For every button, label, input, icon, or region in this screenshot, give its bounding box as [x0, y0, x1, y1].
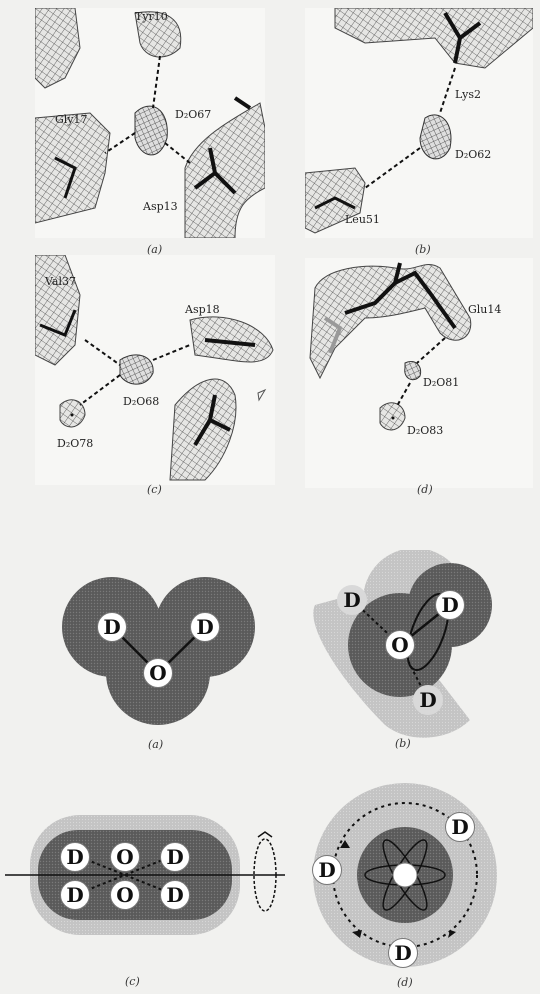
- water-model-a-shapes: [60, 575, 260, 735]
- deuterium-atom: D: [160, 880, 190, 910]
- residue-label-gly17: Gly17: [55, 113, 88, 126]
- panel-caption: (b): [415, 243, 431, 256]
- panel-caption: (d): [417, 483, 433, 496]
- water-model-a: D D O (a): [60, 575, 260, 755]
- water-label-d2o83: D₂O83: [407, 424, 443, 437]
- residue-label-leu51: Leu51: [345, 213, 380, 226]
- deuterium-atom: D: [60, 842, 90, 872]
- water-model-c: D O D D O D (c): [0, 815, 290, 990]
- water-label-d2o78: D₂O78: [57, 437, 93, 450]
- density-panel-d: Glu14 D₂O81 D₂O83 (d): [305, 258, 533, 488]
- electron-density-map-b: [305, 8, 533, 238]
- residue-label-asp18: Asp18: [185, 303, 220, 316]
- panel-caption: (b): [395, 737, 411, 750]
- deuterium-atom: D: [160, 842, 190, 872]
- deuterium-atom: D: [445, 812, 475, 842]
- panel-caption: (a): [148, 738, 163, 751]
- water-label-d2o81: D₂O81: [423, 376, 459, 389]
- residue-label-glu14: Glu14: [468, 303, 501, 316]
- oxygen-atom: O: [110, 842, 140, 872]
- oxygen-atom: O: [143, 658, 173, 688]
- density-panel-c: Val37 Asp18 D₂O68 D₂O78 (c): [35, 255, 275, 485]
- deuterium-atom: D: [435, 590, 465, 620]
- panel-caption: (d): [397, 976, 413, 989]
- deuterium-atom: D: [312, 855, 342, 885]
- water-model-b: D D O D (b): [300, 550, 530, 755]
- water-label-d2o67: D₂O67: [175, 108, 211, 121]
- oxygen-atom: O: [385, 630, 415, 660]
- residue-label-lys2: Lys2: [455, 88, 481, 101]
- water-model-c-shapes: [0, 815, 290, 965]
- deuterium-atom: D: [97, 612, 127, 642]
- deuterium-atom: D: [190, 612, 220, 642]
- water-label-d2o68: D₂O68: [123, 395, 159, 408]
- residue-label-val37: Val37: [45, 275, 76, 288]
- water-model-b-shapes: [300, 550, 530, 740]
- oxygen-atom: O: [110, 880, 140, 910]
- deuterium-atom: D: [60, 880, 90, 910]
- density-panel-b: Lys2 D₂O62 Leu51 (b): [305, 8, 533, 238]
- water-label-d2o62: D₂O62: [455, 148, 491, 161]
- residue-label-tyr10: Tyr10: [135, 10, 168, 23]
- density-panel-a: Tyr10 D₂O67 Gly17 Asp13 (a): [35, 8, 265, 238]
- deuterium-atom: D: [413, 685, 443, 715]
- residue-label-asp13: Asp13: [143, 200, 178, 213]
- deuterium-atom: D: [388, 938, 418, 968]
- electron-density-map-c: [35, 255, 275, 485]
- panel-caption: (c): [147, 483, 162, 496]
- water-model-d: D D D (d): [300, 780, 530, 990]
- electron-density-map-d: [305, 258, 533, 488]
- panel-caption: (c): [125, 975, 140, 988]
- deuterium-atom: D: [337, 585, 367, 615]
